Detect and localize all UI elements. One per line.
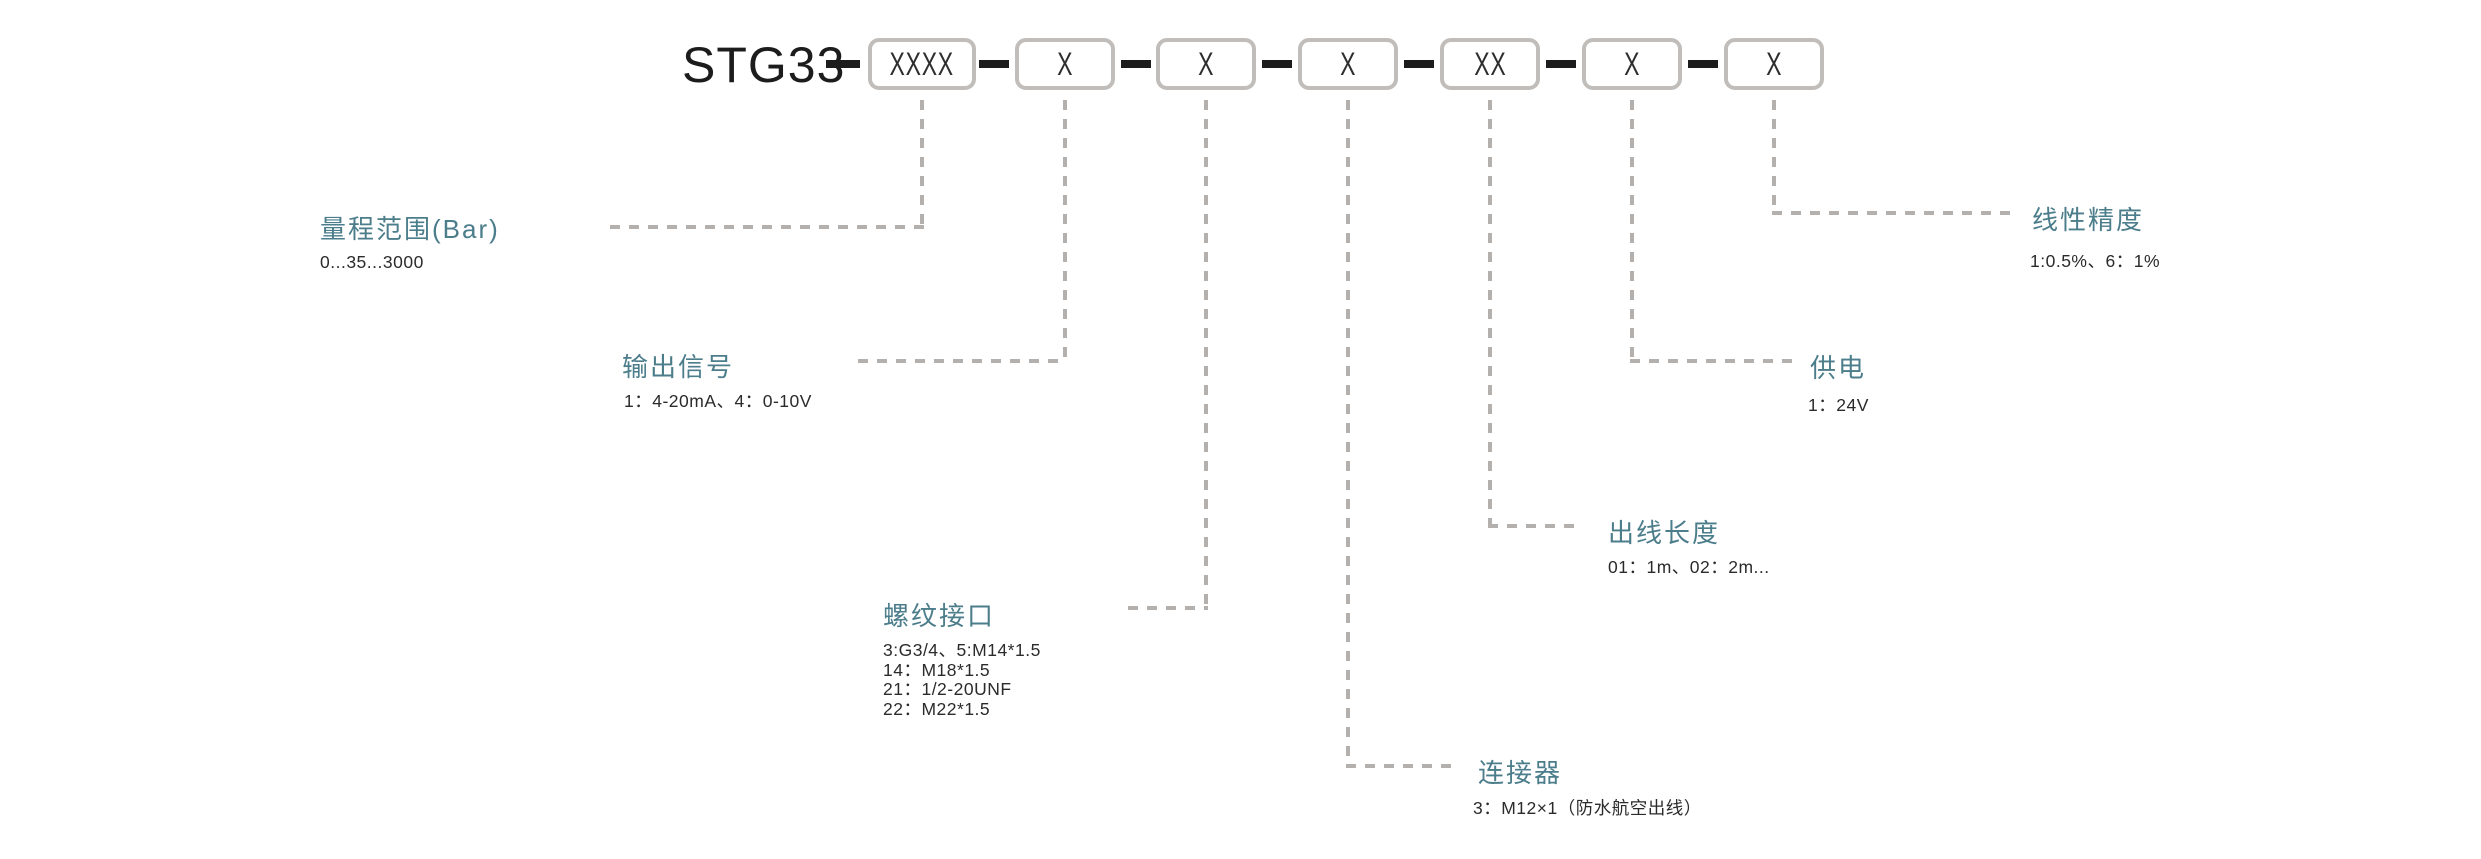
measuring-range-connector-line-horizontal xyxy=(610,225,924,229)
code-box-1: XXXX xyxy=(868,38,976,90)
connector-values: 3：M12×1（防水航空出线） xyxy=(1473,797,1702,819)
series-separator xyxy=(826,60,860,68)
linearity-accuracy-connector-line-horizontal xyxy=(1772,211,2014,215)
connector-connector-line-vertical xyxy=(1346,100,1350,768)
thread-connection-connector-line-horizontal xyxy=(1128,606,1208,610)
cable-length-values: 01：1m、02：2m... xyxy=(1608,556,1770,578)
output-signal-connector-line-horizontal xyxy=(858,359,1067,363)
code-box-placeholder: X xyxy=(1765,45,1783,82)
power-supply-label: 供电 xyxy=(1810,353,1867,383)
cable-length-value-1: 01：1m、02：2m... xyxy=(1608,557,1770,577)
code-box-7: X xyxy=(1724,38,1824,90)
code-box-placeholder: X xyxy=(1623,45,1641,82)
model-code-separator-1 xyxy=(978,60,1009,68)
measuring-range-connector-line-vertical xyxy=(920,100,924,229)
cable-length-connector-line-vertical xyxy=(1488,100,1492,528)
output-signal-values: 1：4-20mA、4：0-10V xyxy=(624,390,812,412)
model-code-separator-4 xyxy=(1404,60,1434,68)
measuring-range-label: 量程范围(Bar) xyxy=(320,214,500,244)
model-code-separator-6 xyxy=(1688,60,1718,68)
power-supply-value-1: 1：24V xyxy=(1808,395,1869,415)
thread-connection-value-2: 14：M18*1.5 xyxy=(883,659,991,680)
code-box-3: X xyxy=(1156,38,1256,90)
connector-label: 连接器 xyxy=(1478,758,1563,788)
code-box-placeholder: XX xyxy=(1473,45,1507,82)
output-signal-connector-line-vertical xyxy=(1063,100,1067,363)
linearity-accuracy-values: 1:0.5%、6：1% xyxy=(2030,250,2160,272)
linearity-accuracy-value-1: 1:0.5%、6：1% xyxy=(2030,251,2161,271)
code-box-6: X xyxy=(1582,38,1682,90)
code-box-placeholder: X xyxy=(1339,45,1357,82)
measuring-range-values: 0...35...3000 xyxy=(320,251,424,273)
model-code-separator-5 xyxy=(1546,60,1576,68)
linearity-accuracy-label: 线性精度 xyxy=(2032,205,2145,235)
thread-connection-label: 螺纹接口 xyxy=(883,601,996,631)
code-box-placeholder: X xyxy=(1056,45,1074,82)
cable-length-connector-line-horizontal xyxy=(1488,524,1582,528)
code-box-placeholder: XXXX xyxy=(889,45,955,82)
output-signal-value-1: 1：4-20mA、4：0-10V xyxy=(624,391,812,411)
code-box-placeholder: X xyxy=(1197,45,1215,82)
thread-connection-value-1: 3:G3/4、5:M14*1.5 xyxy=(883,640,1041,660)
power-supply-connector-line-horizontal xyxy=(1630,359,1792,363)
thread-connection-value-3: 21：1/2-20UNF xyxy=(883,679,1012,699)
connector-connector-line-horizontal xyxy=(1346,764,1456,768)
series-name: STG33 xyxy=(682,37,846,93)
linearity-accuracy-connector-line-vertical xyxy=(1772,100,1776,215)
power-supply-values: 1：24V xyxy=(1808,394,1869,416)
power-supply-connector-line-vertical xyxy=(1630,100,1634,363)
code-box-5: XX xyxy=(1440,38,1540,90)
connector-value-1: 3：M12×1（防水航空出线） xyxy=(1473,798,1702,818)
measuring-range-value-1: 0...35...3000 xyxy=(320,252,424,272)
output-signal-label: 输出信号 xyxy=(622,352,735,382)
model-code-separator-3 xyxy=(1262,60,1292,68)
model-code-separator-2 xyxy=(1120,60,1151,68)
thread-connection-connector-line-vertical xyxy=(1204,100,1208,610)
code-box-4: X xyxy=(1298,38,1398,90)
thread-connection-value-4: 22：M22*1.5 xyxy=(883,698,991,719)
code-box-2: X xyxy=(1015,38,1115,90)
cable-length-label: 出线长度 xyxy=(1608,518,1721,548)
